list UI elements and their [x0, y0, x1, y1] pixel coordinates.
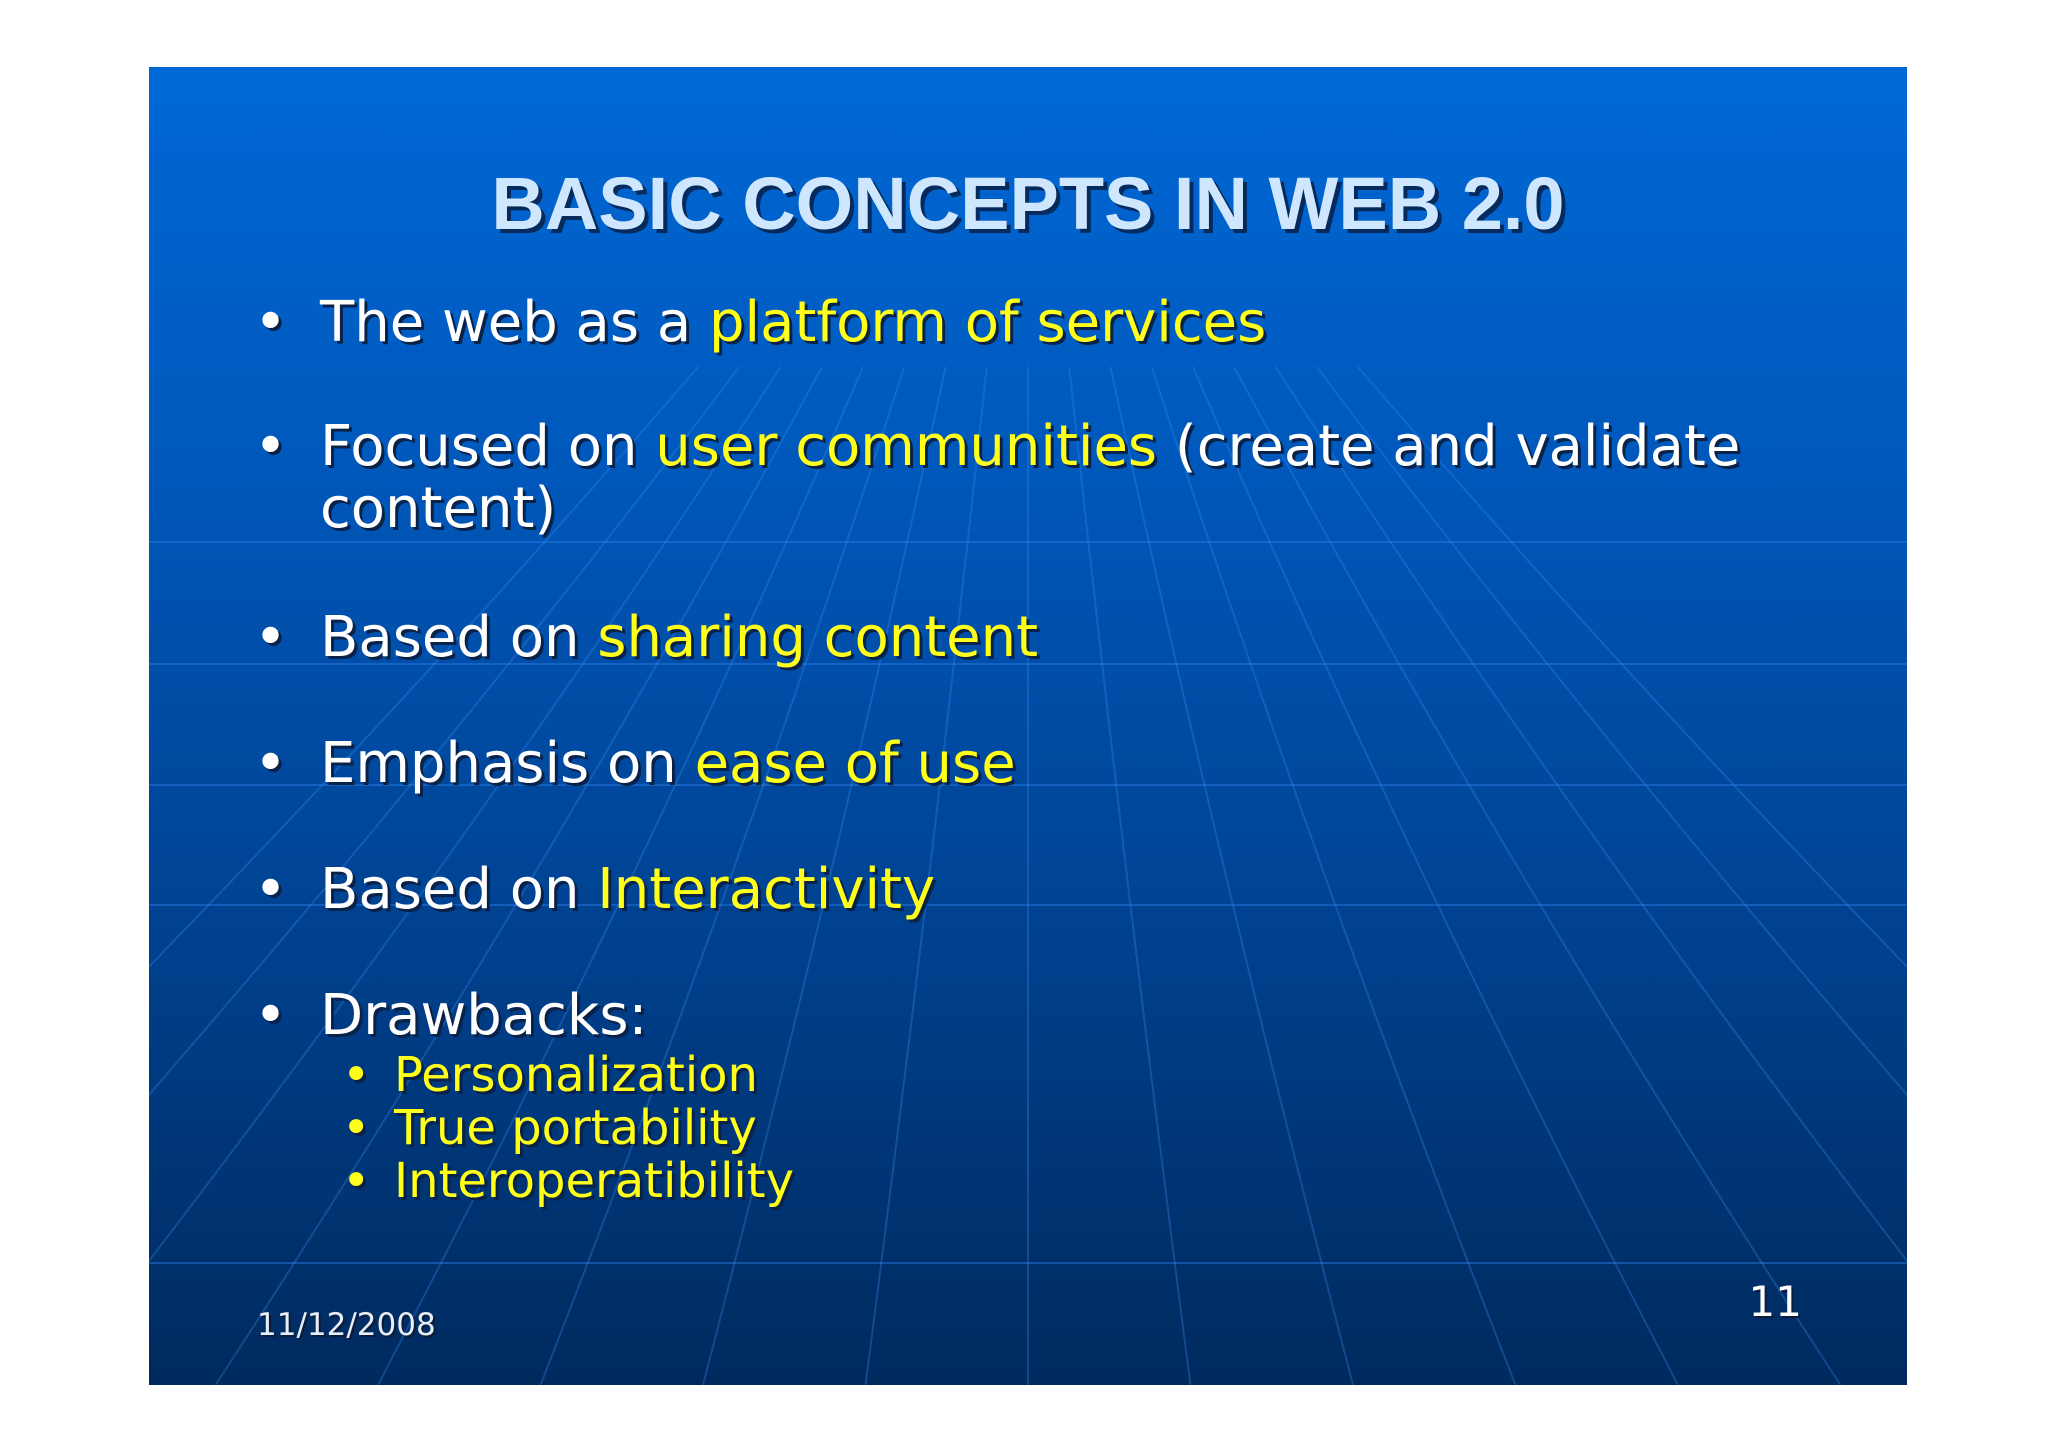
grid-meridian-line — [377, 366, 864, 1385]
sub-bullet-text: Interoperatibility — [394, 1153, 794, 1209]
bullet-text: Focused on — [320, 414, 656, 479]
bullet-text: The web as a — [320, 290, 709, 355]
grid-meridian-line — [214, 366, 823, 1385]
grid-meridian-line — [864, 366, 988, 1385]
grid-meridian-line — [1357, 366, 1907, 969]
bullet-dot: • — [254, 731, 288, 796]
grid-meridian-line — [1233, 366, 1842, 1385]
bullet-item: • The web as a platform of services — [254, 292, 1874, 354]
bullet-text: Based on — [320, 605, 598, 670]
sub-bullet-text: Personalization — [394, 1047, 758, 1103]
sub-bullet-text: True portability — [394, 1100, 757, 1156]
bullet-item: • Based on sharing content — [254, 607, 1874, 669]
bullet-text: Drawbacks: — [320, 983, 648, 1048]
sub-bullet-dot: • — [342, 1047, 371, 1103]
sub-bullet-dot: • — [342, 1100, 371, 1156]
bullet-text: Emphasis on — [320, 731, 695, 796]
bullet-dot: • — [254, 414, 288, 479]
bullet-highlight: ease of use — [694, 731, 1016, 796]
grid-meridian-line — [702, 366, 947, 1385]
bullet-highlight: sharing content — [597, 605, 1039, 670]
sub-bullet-dot: • — [342, 1153, 371, 1209]
grid-meridian-line — [149, 366, 699, 969]
grid-meridian-line — [149, 366, 782, 1263]
grid-meridian-line — [1109, 366, 1354, 1385]
bullet-highlight: platform of services — [708, 290, 1267, 355]
bullet-item: • Focused on user communities (create an… — [254, 416, 1874, 540]
bullet-highlight: user communities — [655, 414, 1158, 479]
grid-meridian-line — [1192, 366, 1679, 1385]
sub-bullet-item: • Interoperatibility — [342, 1155, 794, 1208]
bullet-item: • Drawbacks: — [254, 985, 1874, 1047]
sub-bullet-item: • Personalization — [342, 1049, 758, 1102]
globe-grid-background — [149, 366, 1907, 1385]
bullet-dot: • — [254, 290, 288, 355]
grid-meridian-line — [1274, 366, 1907, 1263]
bullet-item: • Based on Interactivity — [254, 859, 1874, 921]
grid-meridian-line — [539, 366, 906, 1385]
bullet-dot: • — [254, 983, 288, 1048]
bullet-text: Based on — [320, 857, 598, 922]
sub-bullet-item: • True portability — [342, 1102, 757, 1155]
bullet-highlight: Interactivity — [597, 857, 936, 922]
bullet-item: • Emphasis on ease of use — [254, 733, 1874, 795]
grid-meridian-line — [149, 366, 741, 1097]
page-number: 11 — [1748, 1277, 1802, 1326]
bullet-dot: • — [254, 605, 288, 670]
grid-meridian-line — [1150, 366, 1517, 1385]
grid-meridian-line — [1068, 366, 1192, 1385]
bullet-dot: • — [254, 857, 288, 922]
slide-title: BASIC CONCEPTS IN WEB 2.0 — [491, 162, 1565, 245]
footer-date: 11/12/2008 — [257, 1307, 436, 1343]
bullet-text-after: (create and validate content) — [320, 414, 1741, 541]
grid-meridian-line — [1315, 366, 1907, 1097]
slide: BASIC CONCEPTS IN WEB 2.0 • The web as a… — [149, 67, 1907, 1385]
